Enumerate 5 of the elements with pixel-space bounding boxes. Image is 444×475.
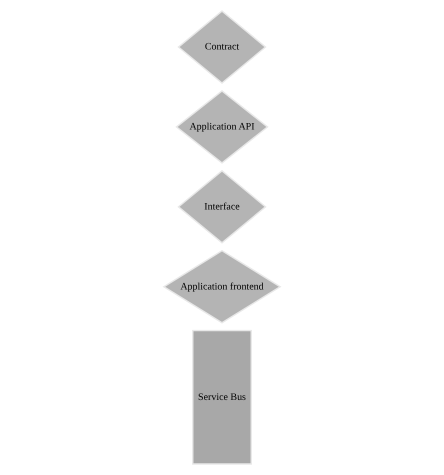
node-box: Service Bus — [192, 330, 252, 465]
node-diamond: Application frontend — [162, 250, 282, 324]
node-diamond: Contract — [177, 10, 267, 84]
node-diamond: Application API — [175, 90, 269, 164]
node-diamond: Interface — [177, 170, 267, 244]
